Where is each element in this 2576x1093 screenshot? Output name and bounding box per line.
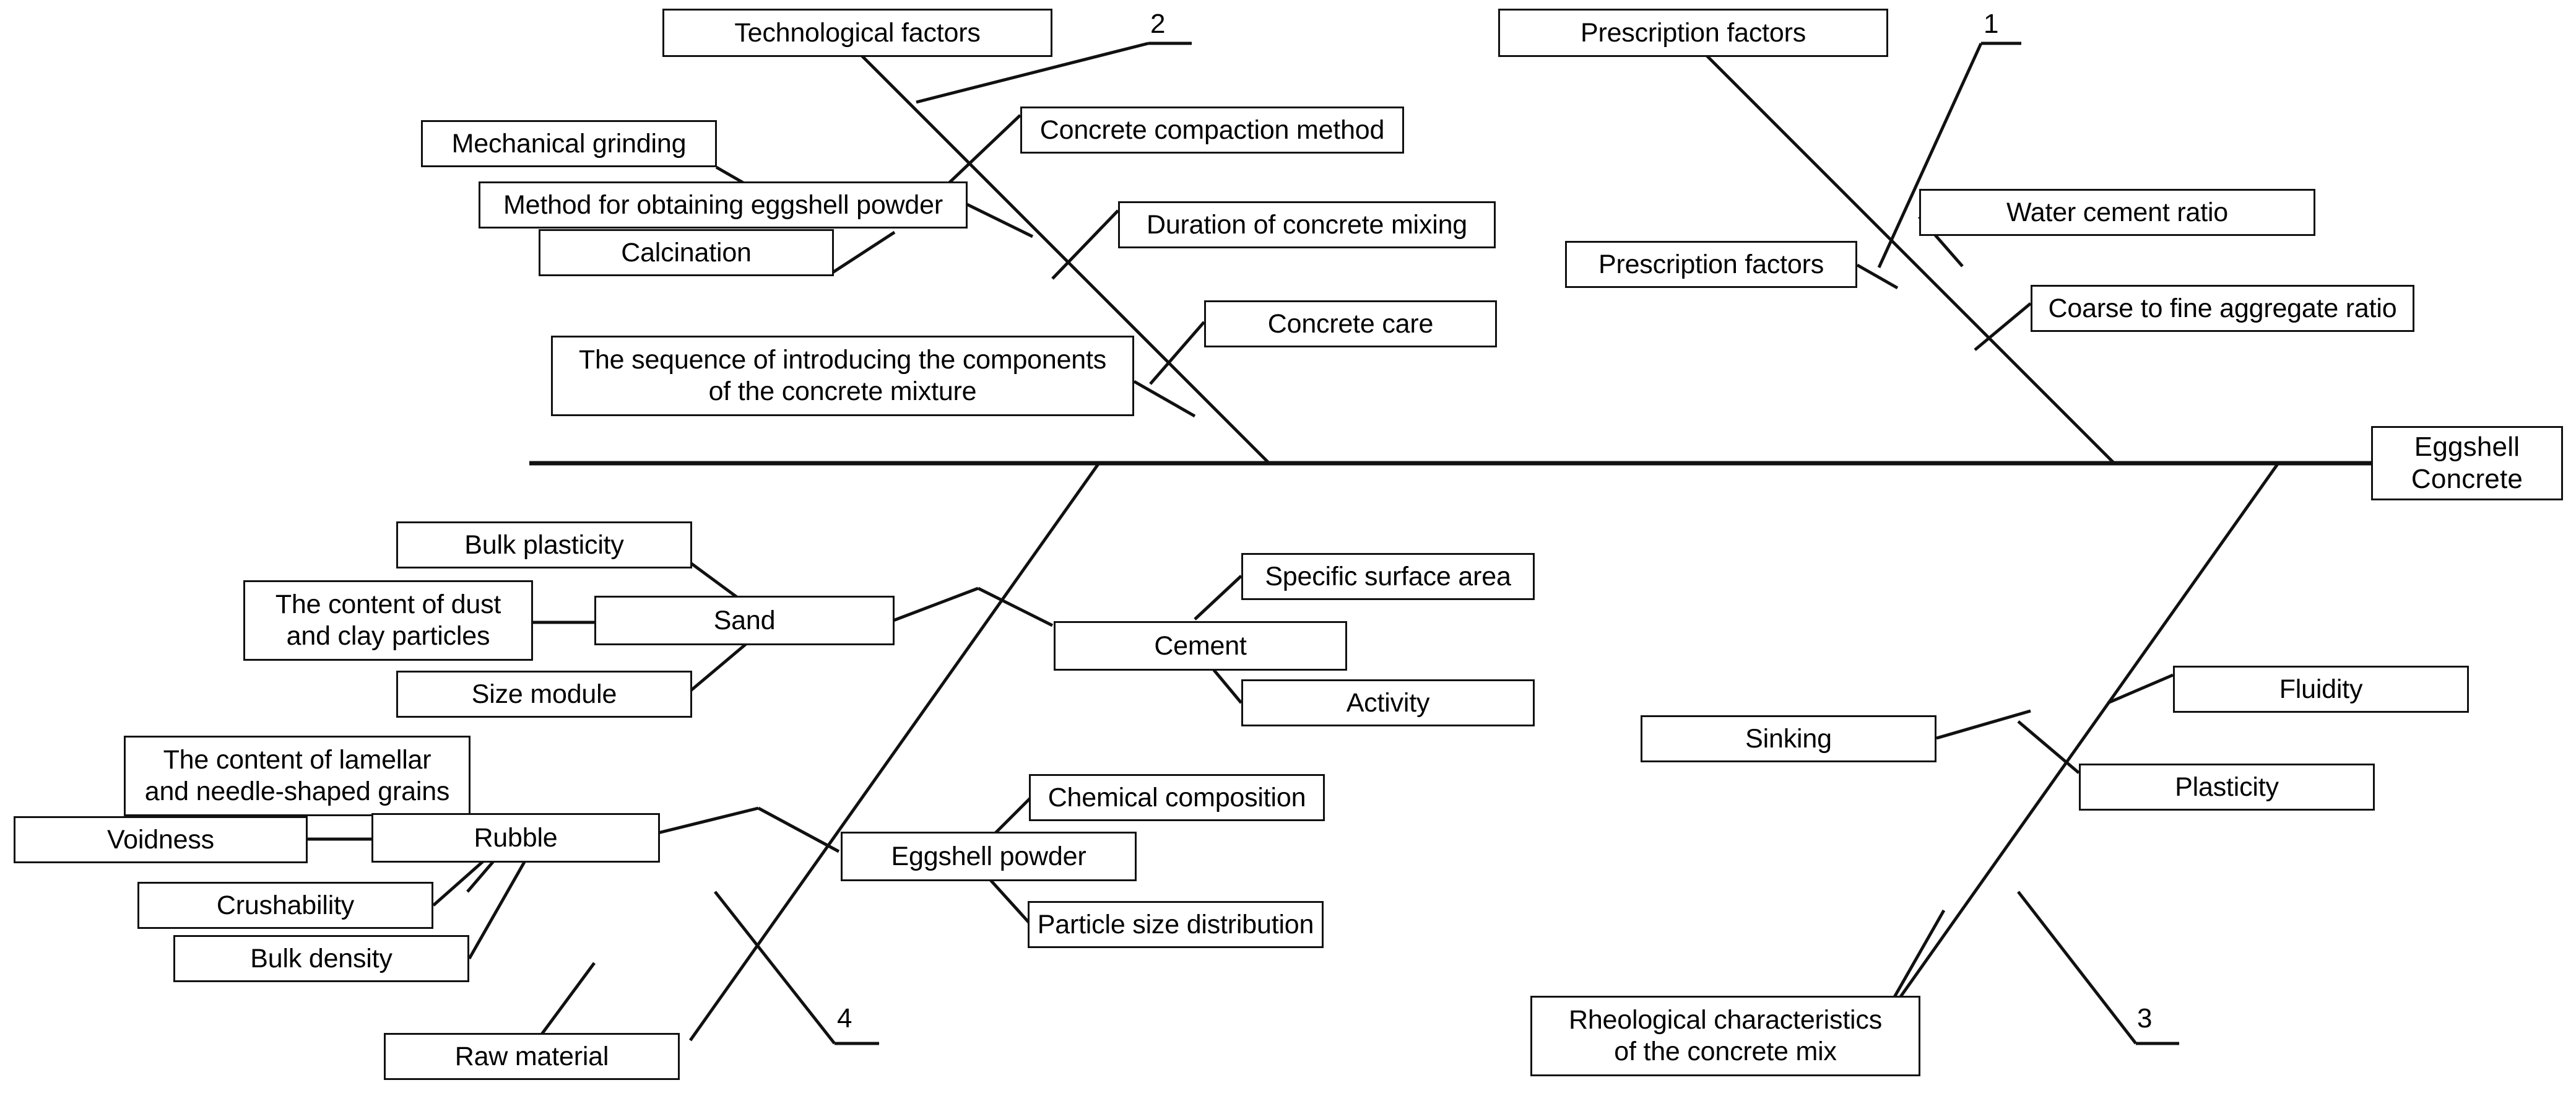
branch-1-leader (1877, 42, 1983, 269)
box-plasticity[interactable]: Plasticity (2079, 764, 2375, 811)
link-bulk-density (467, 852, 531, 960)
link-size-module (686, 643, 747, 695)
branch-3-leader (2017, 891, 2137, 1045)
link-coarse-fine-ratio (1974, 302, 2032, 351)
link-raw-material-rib (540, 962, 596, 1035)
box-content-of-lamellar-and-needle-shaped-grains[interactable]: The content of lamellar and needle-shape… (124, 736, 471, 816)
link-sinking-rib (1936, 709, 2031, 740)
box-rheological-characteristics[interactable]: Rheological characteristics of the concr… (1530, 996, 1920, 1076)
box-sinking[interactable]: Sinking (1641, 715, 1936, 762)
branch-2-leader (916, 41, 1149, 104)
box-coarse-to-fine-aggregate-ratio[interactable]: Coarse to fine aggregate ratio (2031, 285, 2414, 332)
box-voidness[interactable]: Voidness (14, 816, 308, 863)
link-prescription-mid (1856, 263, 1899, 290)
link-rheological-rib (1893, 909, 1946, 998)
box-concrete-compaction-method[interactable]: Concrete compaction method (1020, 107, 1404, 154)
box-crushability[interactable]: Crushability (137, 882, 433, 929)
box-calcination[interactable]: Calcination (539, 229, 834, 276)
box-particle-size-distribution[interactable]: Particle size distribution (1028, 901, 1324, 948)
box-water-cement-ratio[interactable]: Water cement ratio (1919, 189, 2315, 236)
link-concrete-compaction (945, 114, 1021, 187)
branch-3-rib (1868, 462, 2280, 1042)
box-raw-material[interactable]: Raw material (384, 1033, 680, 1080)
branch-number-2: 2 (1150, 9, 1166, 39)
box-specific-surface-area[interactable]: Specific surface area (1241, 553, 1535, 600)
branch-number-1: 1 (1984, 9, 1999, 39)
link-duration-mixing (1051, 209, 1119, 280)
link-cement-rib (977, 586, 1054, 627)
box-sand[interactable]: Sand (594, 596, 895, 645)
box-size-module[interactable]: Size module (396, 671, 692, 718)
box-cement[interactable]: Cement (1054, 621, 1347, 671)
box-content-of-dust-and-clay-particles[interactable]: The content of dust and clay particles (243, 580, 533, 661)
branch-2-rib (859, 53, 1270, 464)
box-fluidity[interactable]: Fluidity (2173, 666, 2469, 713)
box-mechanical-grinding[interactable]: Mechanical grinding (421, 120, 717, 167)
box-duration-of-concrete-mixing[interactable]: Duration of concrete mixing (1118, 201, 1496, 248)
box-eggshell-concrete-head[interactable]: Eggshell Concrete (2371, 426, 2563, 500)
link-eggshell-powder-rib (757, 806, 840, 853)
box-method-for-obtaining-eggshell-powder[interactable]: Method for obtaining eggshell powder (479, 181, 968, 229)
branch-4-rib (688, 462, 1101, 1042)
link-calcination (831, 230, 896, 274)
box-rubble[interactable]: Rubble (371, 813, 660, 863)
branch-1-rib (1704, 53, 2115, 464)
box-chemical-composition[interactable]: Chemical composition (1029, 774, 1325, 821)
link-rubble-rib (657, 806, 759, 835)
box-technological-factors[interactable]: Technological factors (662, 9, 1052, 57)
link-sand-rib (893, 586, 979, 622)
box-bulk-density[interactable]: Bulk density (173, 935, 469, 982)
box-concrete-care[interactable]: Concrete care (1204, 300, 1497, 347)
box-activity[interactable]: Activity (1241, 679, 1535, 726)
link-fluidity (2107, 673, 2174, 705)
link-specific-surface (1194, 575, 1242, 621)
box-prescription-factors-top[interactable]: Prescription factors (1498, 9, 1888, 57)
branch-number-4: 4 (837, 1003, 852, 1034)
branch-4-leader (714, 891, 836, 1045)
box-sequence-of-introducing-components[interactable]: The sequence of introducing the componen… (551, 336, 1134, 416)
link-method-eggshell (966, 202, 1034, 238)
box-bulk-plasticity[interactable]: Bulk plasticity (396, 521, 692, 568)
box-prescription-factors-mid[interactable]: Prescription factors (1565, 241, 1857, 288)
box-eggshell-powder[interactable]: Eggshell powder (841, 832, 1137, 881)
link-sequence-components (1133, 380, 1196, 418)
branch-number-3: 3 (2137, 1003, 2153, 1034)
link-plasticity (2017, 720, 2080, 774)
link-concrete-care (1149, 321, 1205, 385)
